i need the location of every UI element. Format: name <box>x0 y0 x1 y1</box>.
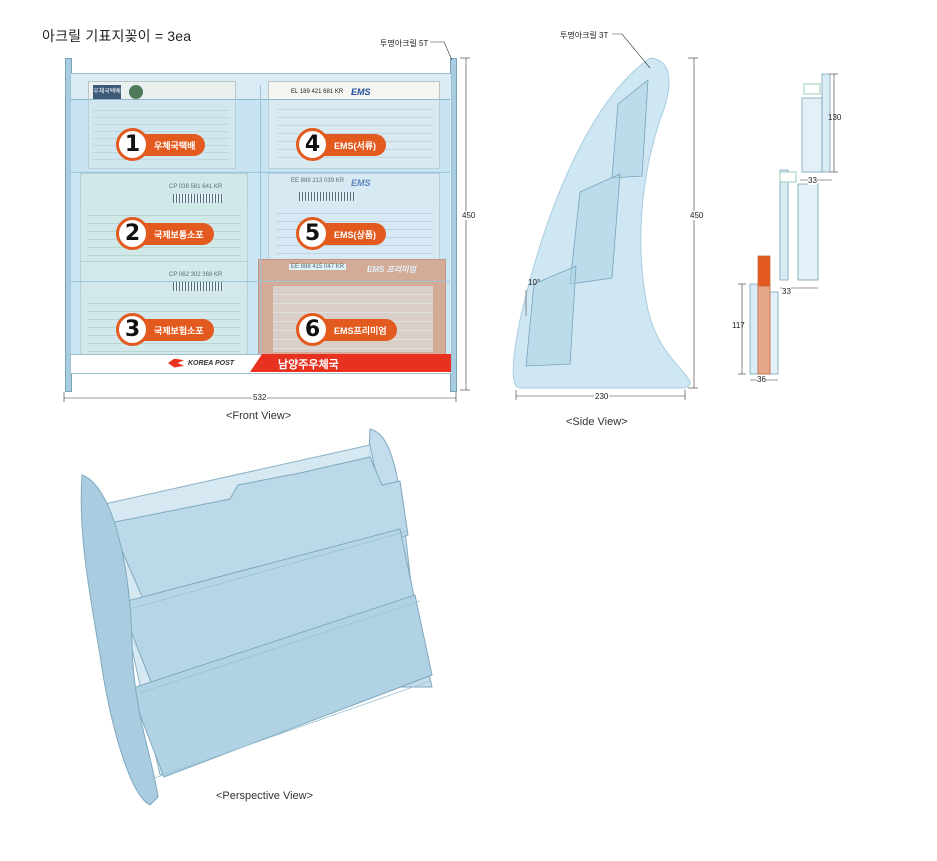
post-bird-icon <box>168 358 184 368</box>
pocket-badge-1: 1 우체국택배 <box>116 128 206 161</box>
logo-text: KOREA POST <box>188 359 235 367</box>
detail-dim-130: 130 <box>828 113 842 122</box>
korea-post-logo: KOREA POST <box>168 357 234 369</box>
pocket-sample-form-icon <box>779 171 797 183</box>
pocket-divider <box>260 85 261 355</box>
side-height-dim: 450 <box>690 211 704 220</box>
pocket-badge-2: 2 국제보통소포 <box>116 217 214 250</box>
pocket-number: 6 <box>296 313 329 346</box>
form-ems-goods: EE 889 213 039 KR EMS <box>268 173 440 265</box>
form-code: CP 038 581 641 KR <box>169 184 223 190</box>
side-material-note: 투명아크릴 3T <box>560 31 609 40</box>
pocket-label: EMS(서류) <box>334 140 377 151</box>
ems-premium-logo: EMS 프리미엄 <box>367 265 416 274</box>
pocket-sample-form-icon <box>803 83 821 95</box>
pocket-badge-3: 3 국제보험소포 <box>116 313 214 346</box>
form-code: EL 189 421 681 KR <box>291 89 344 95</box>
pocket-badge-6: 6 EMS프리미엄 <box>296 313 397 346</box>
banner-text: 남양주우체국 <box>278 359 339 371</box>
side-pockets <box>525 79 649 367</box>
pocket-label: EMS(상품) <box>334 229 377 240</box>
pocket-bottom <box>129 594 433 778</box>
barcode-icon <box>173 194 223 203</box>
front-material-note: 투명아크릴 5T <box>380 39 429 48</box>
barcode-icon <box>299 192 355 201</box>
barcode-icon <box>173 282 223 291</box>
form-code: EE 889 213 039 KR <box>291 178 345 184</box>
side-width-dim: 230 <box>594 392 610 401</box>
detail-dim-117: 117 <box>732 321 745 330</box>
form-code: CP 062 302 369 KR <box>169 272 223 278</box>
pocket-detail <box>738 73 838 381</box>
form-header: 우체국택배 <box>93 85 121 99</box>
post-office-banner <box>250 354 451 372</box>
pocket-badge-4: 4 EMS(서류) <box>296 128 387 161</box>
perspective-view-caption: <Perspective View> <box>216 790 314 802</box>
pocket-label: 국제보험소포 <box>154 325 204 336</box>
ems-logo: EMS <box>351 87 371 97</box>
pocket-number: 4 <box>296 128 329 161</box>
detail-dim-33-lower: 33 <box>782 287 791 296</box>
form-intl-insured: CP 062 302 369 KR <box>80 261 248 359</box>
side-angle-label: 10° <box>528 278 541 287</box>
pocket-label: 국제보통소포 <box>154 229 204 240</box>
ems-logo: EMS <box>351 178 371 188</box>
front-side-panel <box>80 474 159 806</box>
perspective-view <box>80 428 433 806</box>
front-view: 우체국택배 EL 189 421 681 KR EMS CP 038 581 6… <box>60 55 480 405</box>
side-view-caption: <Side View> <box>566 416 628 428</box>
pocket-number: 2 <box>116 217 149 250</box>
front-height-dim: 450 <box>462 211 476 220</box>
pocket-label: 우체국택배 <box>154 140 196 151</box>
page-title: 아크릴 기표지꽂이 = 3ea <box>42 28 192 44</box>
pocket-label: EMS프리미엄 <box>334 325 387 336</box>
pocket-badge-5: 5 EMS(상품) <box>296 217 387 250</box>
seal-icon <box>129 85 143 99</box>
side-view <box>512 33 698 400</box>
pocket-number: 5 <box>296 217 329 250</box>
front-view-caption: <Front View> <box>226 410 292 422</box>
detail-dim-33-upper: 33 <box>808 176 817 185</box>
pocket-number: 3 <box>116 313 149 346</box>
detail-dim-36: 36 <box>757 375 766 384</box>
form-code: EE 888 415 047 KR <box>289 264 347 270</box>
pocket-number: 1 <box>116 128 149 161</box>
front-width-dim: 532 <box>252 393 268 402</box>
